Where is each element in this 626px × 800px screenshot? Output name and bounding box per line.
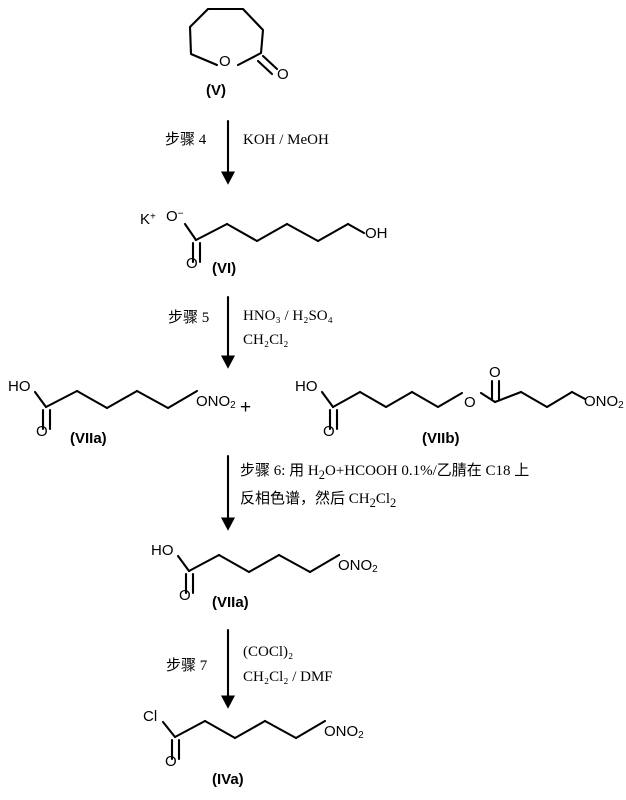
nitrooxy-prefix: ONO bbox=[196, 393, 231, 410]
atom-label-potassium-VI: K+ bbox=[140, 212, 156, 227]
compound-label-VIIb: (VIIb) bbox=[422, 430, 460, 447]
step-conditions-6-line1: 步骤 6: 用 H2O+HCOOH 0.1%/乙腈在 C18 上 bbox=[240, 464, 529, 482]
structure-VIIa-1-chain bbox=[33, 389, 199, 431]
step-conditions-5-line2: CH₂Cl₂ bbox=[243, 332, 289, 348]
step-conditions-4: KOH / MeOH bbox=[243, 132, 329, 148]
nitrooxy-prefix: ONO bbox=[338, 557, 373, 574]
plus-operator: + bbox=[240, 397, 252, 418]
step-conditions-7-line2: CH₂Cl₂ / DMF bbox=[243, 669, 333, 685]
atom-label-carbonyl-oxygen-2-VIIb: O bbox=[489, 364, 501, 381]
atom-label-ring-oxygen-V: O bbox=[219, 53, 231, 70]
nitrooxy-subscript: 2 bbox=[230, 400, 236, 412]
step-label-4: 步骤 4 bbox=[165, 132, 207, 148]
step6-line1-mid: O+HCOOH 0.1%/乙腈在 C18 上 bbox=[325, 463, 530, 479]
step-label-7: 步骤 7 bbox=[166, 658, 208, 674]
step6-line2-mid: Cl bbox=[375, 491, 391, 507]
atom-label-hydroxyl-VIIa-1: HO bbox=[8, 378, 31, 395]
step6-line2-sub2: 2 bbox=[390, 496, 397, 510]
nitrooxy-subscript: 2 bbox=[358, 730, 364, 742]
step6-line2-prefix: 反相色谱，然后 CH bbox=[240, 491, 370, 507]
nitrooxy-subscript: 2 bbox=[618, 400, 624, 412]
atom-label-hydroxyl-VI: OH bbox=[365, 225, 388, 242]
step-label-5: 步骤 5 bbox=[168, 310, 210, 326]
structure-V-ring bbox=[188, 7, 279, 76]
atom-label-carboxylate-oxygen-VI: O− bbox=[166, 209, 184, 224]
structure-VIIb-chain bbox=[320, 379, 587, 431]
atom-label-nitrooxy-VIIb: ONO2 bbox=[584, 394, 624, 411]
atom-label-ester-oxygen-VIIb: O bbox=[464, 394, 476, 411]
structure-VI-chain bbox=[183, 222, 366, 264]
step-conditions-7-line1: (COCl)₂ bbox=[243, 644, 294, 660]
atom-label-carbonyl-oxygen-VIIa-2: O bbox=[179, 587, 191, 604]
charge-negative: − bbox=[177, 208, 184, 220]
structure-IVa-chain bbox=[161, 719, 327, 761]
compound-label-V: (V) bbox=[206, 82, 226, 99]
atom-label-carbonyl-oxygen-V: O bbox=[277, 66, 289, 83]
atom-label-nitrooxy-VIIa-2: ONO2 bbox=[338, 558, 378, 575]
step6-line2-sub1: 2 bbox=[369, 496, 376, 510]
atom-label-nitrooxy-VIIa-1: ONO2 bbox=[196, 394, 236, 411]
atom-label-nitrooxy-IVa: ONO2 bbox=[324, 724, 364, 741]
nitrooxy-prefix: ONO bbox=[584, 393, 619, 410]
atom-label-hydroxyl-VIIb: HO bbox=[295, 378, 318, 395]
atom-label-carbonyl-oxygen-VIIa-1: O bbox=[36, 423, 48, 440]
atom-label-carbonyl-oxygen-IVa: O bbox=[165, 753, 177, 770]
nitrooxy-subscript: 2 bbox=[372, 564, 378, 576]
step-conditions-6-line2: 反相色谱，然后 CH2Cl2 bbox=[240, 492, 396, 510]
atom-label-hydroxyl-VIIa-2: HO bbox=[151, 542, 174, 559]
compound-label-VIIa-1: (VIIa) bbox=[70, 430, 107, 447]
compound-label-VI: (VI) bbox=[212, 260, 237, 277]
step-conditions-5-line1: HNO₃ / H₂SO₄ bbox=[243, 308, 333, 324]
atom-K-symbol: K bbox=[140, 211, 151, 228]
atom-label-carbonyl-oxygen-1-VIIb: O bbox=[323, 423, 335, 440]
atom-O-symbol: O bbox=[166, 208, 178, 225]
step6-line1-sub: 2 bbox=[318, 468, 326, 482]
compound-label-VIIa-2: (VIIa) bbox=[212, 594, 249, 611]
compound-label-IVa: (IVa) bbox=[212, 771, 244, 788]
nitrooxy-prefix: ONO bbox=[324, 723, 359, 740]
atom-label-carbonyl-oxygen-VI: O bbox=[186, 255, 198, 272]
step6-line1-prefix: 步骤 6: 用 H bbox=[240, 463, 319, 479]
structure-VIIa-2-chain bbox=[176, 553, 341, 595]
atom-label-chlorine-IVa: Cl bbox=[143, 708, 158, 725]
charge-positive: + bbox=[150, 211, 156, 223]
